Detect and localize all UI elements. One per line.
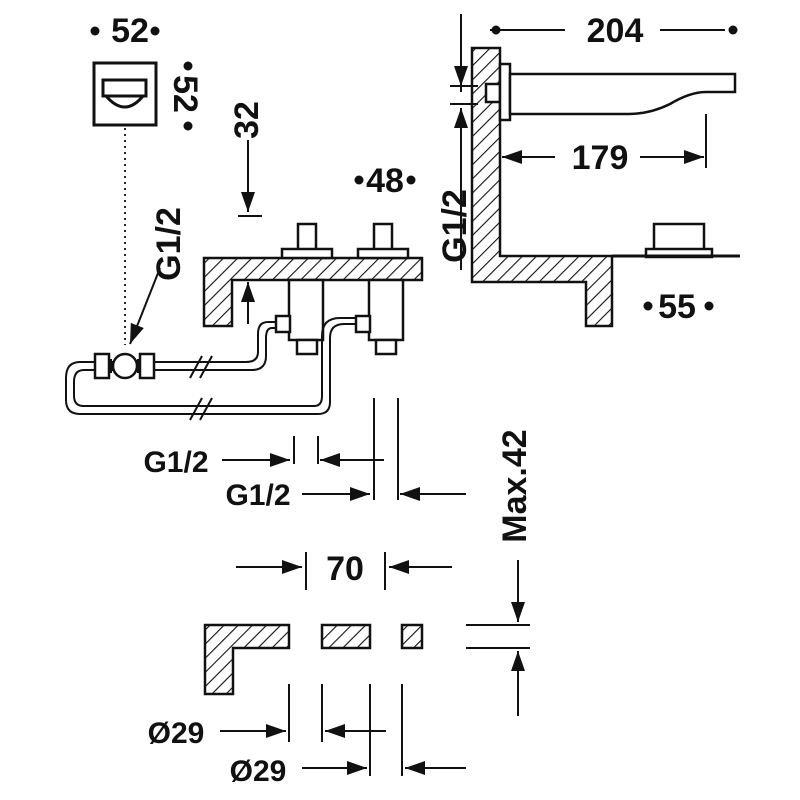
connection-label: G1/2 bbox=[150, 207, 188, 281]
side-connection-label: G1/2 bbox=[436, 189, 474, 263]
inlet-left-label: G1/2 bbox=[143, 446, 208, 479]
spout-length-label: 204 bbox=[587, 12, 644, 50]
projection-label: 179 bbox=[572, 139, 629, 177]
deck-cutout-view: 70 Max.42 Ø29 Ø29 bbox=[148, 429, 534, 788]
knob-width-label: 52 bbox=[111, 12, 149, 50]
knob-height-label: 52 bbox=[166, 75, 204, 113]
mixer-section-view: 32 48 G1/2 bbox=[65, 101, 466, 512]
centers-label: 70 bbox=[326, 550, 364, 588]
hole-right-label: Ø29 bbox=[230, 755, 287, 788]
max-thickness-label: Max.42 bbox=[496, 429, 534, 542]
inlet-right-label: G1/2 bbox=[225, 479, 290, 512]
diverter-width-label: 55 bbox=[658, 288, 696, 326]
knob-front-view: 52 52 bbox=[90, 12, 204, 345]
spout-side-view: 204 G1/2 179 55 bbox=[436, 12, 740, 328]
spacing-label: 48 bbox=[366, 162, 404, 200]
depth-label: 32 bbox=[228, 101, 266, 139]
hole-left-label: Ø29 bbox=[148, 717, 205, 750]
